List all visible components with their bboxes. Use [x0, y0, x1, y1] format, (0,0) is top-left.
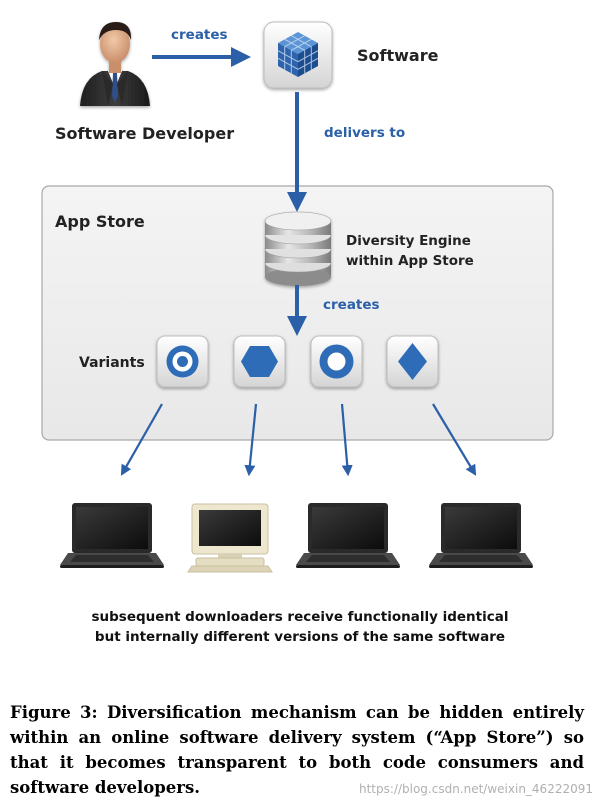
diamond-variant-icon	[386, 335, 439, 388]
database-stack-icon	[264, 211, 332, 286]
person-icon	[80, 22, 150, 106]
software-cube-icon	[263, 21, 333, 89]
creates-label: creates	[171, 27, 228, 43]
software-label: Software	[357, 46, 439, 65]
laptop-icon	[296, 503, 400, 568]
ring-variant-icon	[156, 335, 209, 388]
figure-caption: Figure 3: Diversification mechanism can …	[10, 703, 584, 797]
desktop-computer-icon	[187, 503, 273, 573]
laptop-icon	[429, 503, 533, 568]
watermark: https://blog.csdn.net/weixin_46222091	[358, 782, 593, 796]
variant-1-download-arrow	[120, 403, 163, 476]
diversity-engine-label-line2: within App Store	[346, 253, 474, 269]
variant-2-download-arrow	[244, 403, 258, 477]
diversity-engine-label-line1: Diversity Engine	[346, 233, 471, 249]
engine-creates-label: creates	[323, 297, 380, 313]
footnote-line2: but internally different versions of the…	[94, 629, 506, 645]
app-store-label: App Store	[55, 212, 145, 231]
laptop-icon	[60, 503, 164, 568]
circle-variant-icon	[310, 335, 363, 388]
variant-4-download-arrow	[432, 403, 477, 476]
software-developer-label: Software Developer	[55, 124, 235, 143]
footnote-line1: subsequent downloaders receive functiona…	[91, 609, 509, 625]
variants-label: Variants	[79, 355, 145, 371]
hexagon-variant-icon	[233, 335, 286, 388]
variant-3-download-arrow	[340, 403, 353, 477]
delivers-to-label: delivers to	[324, 125, 406, 141]
